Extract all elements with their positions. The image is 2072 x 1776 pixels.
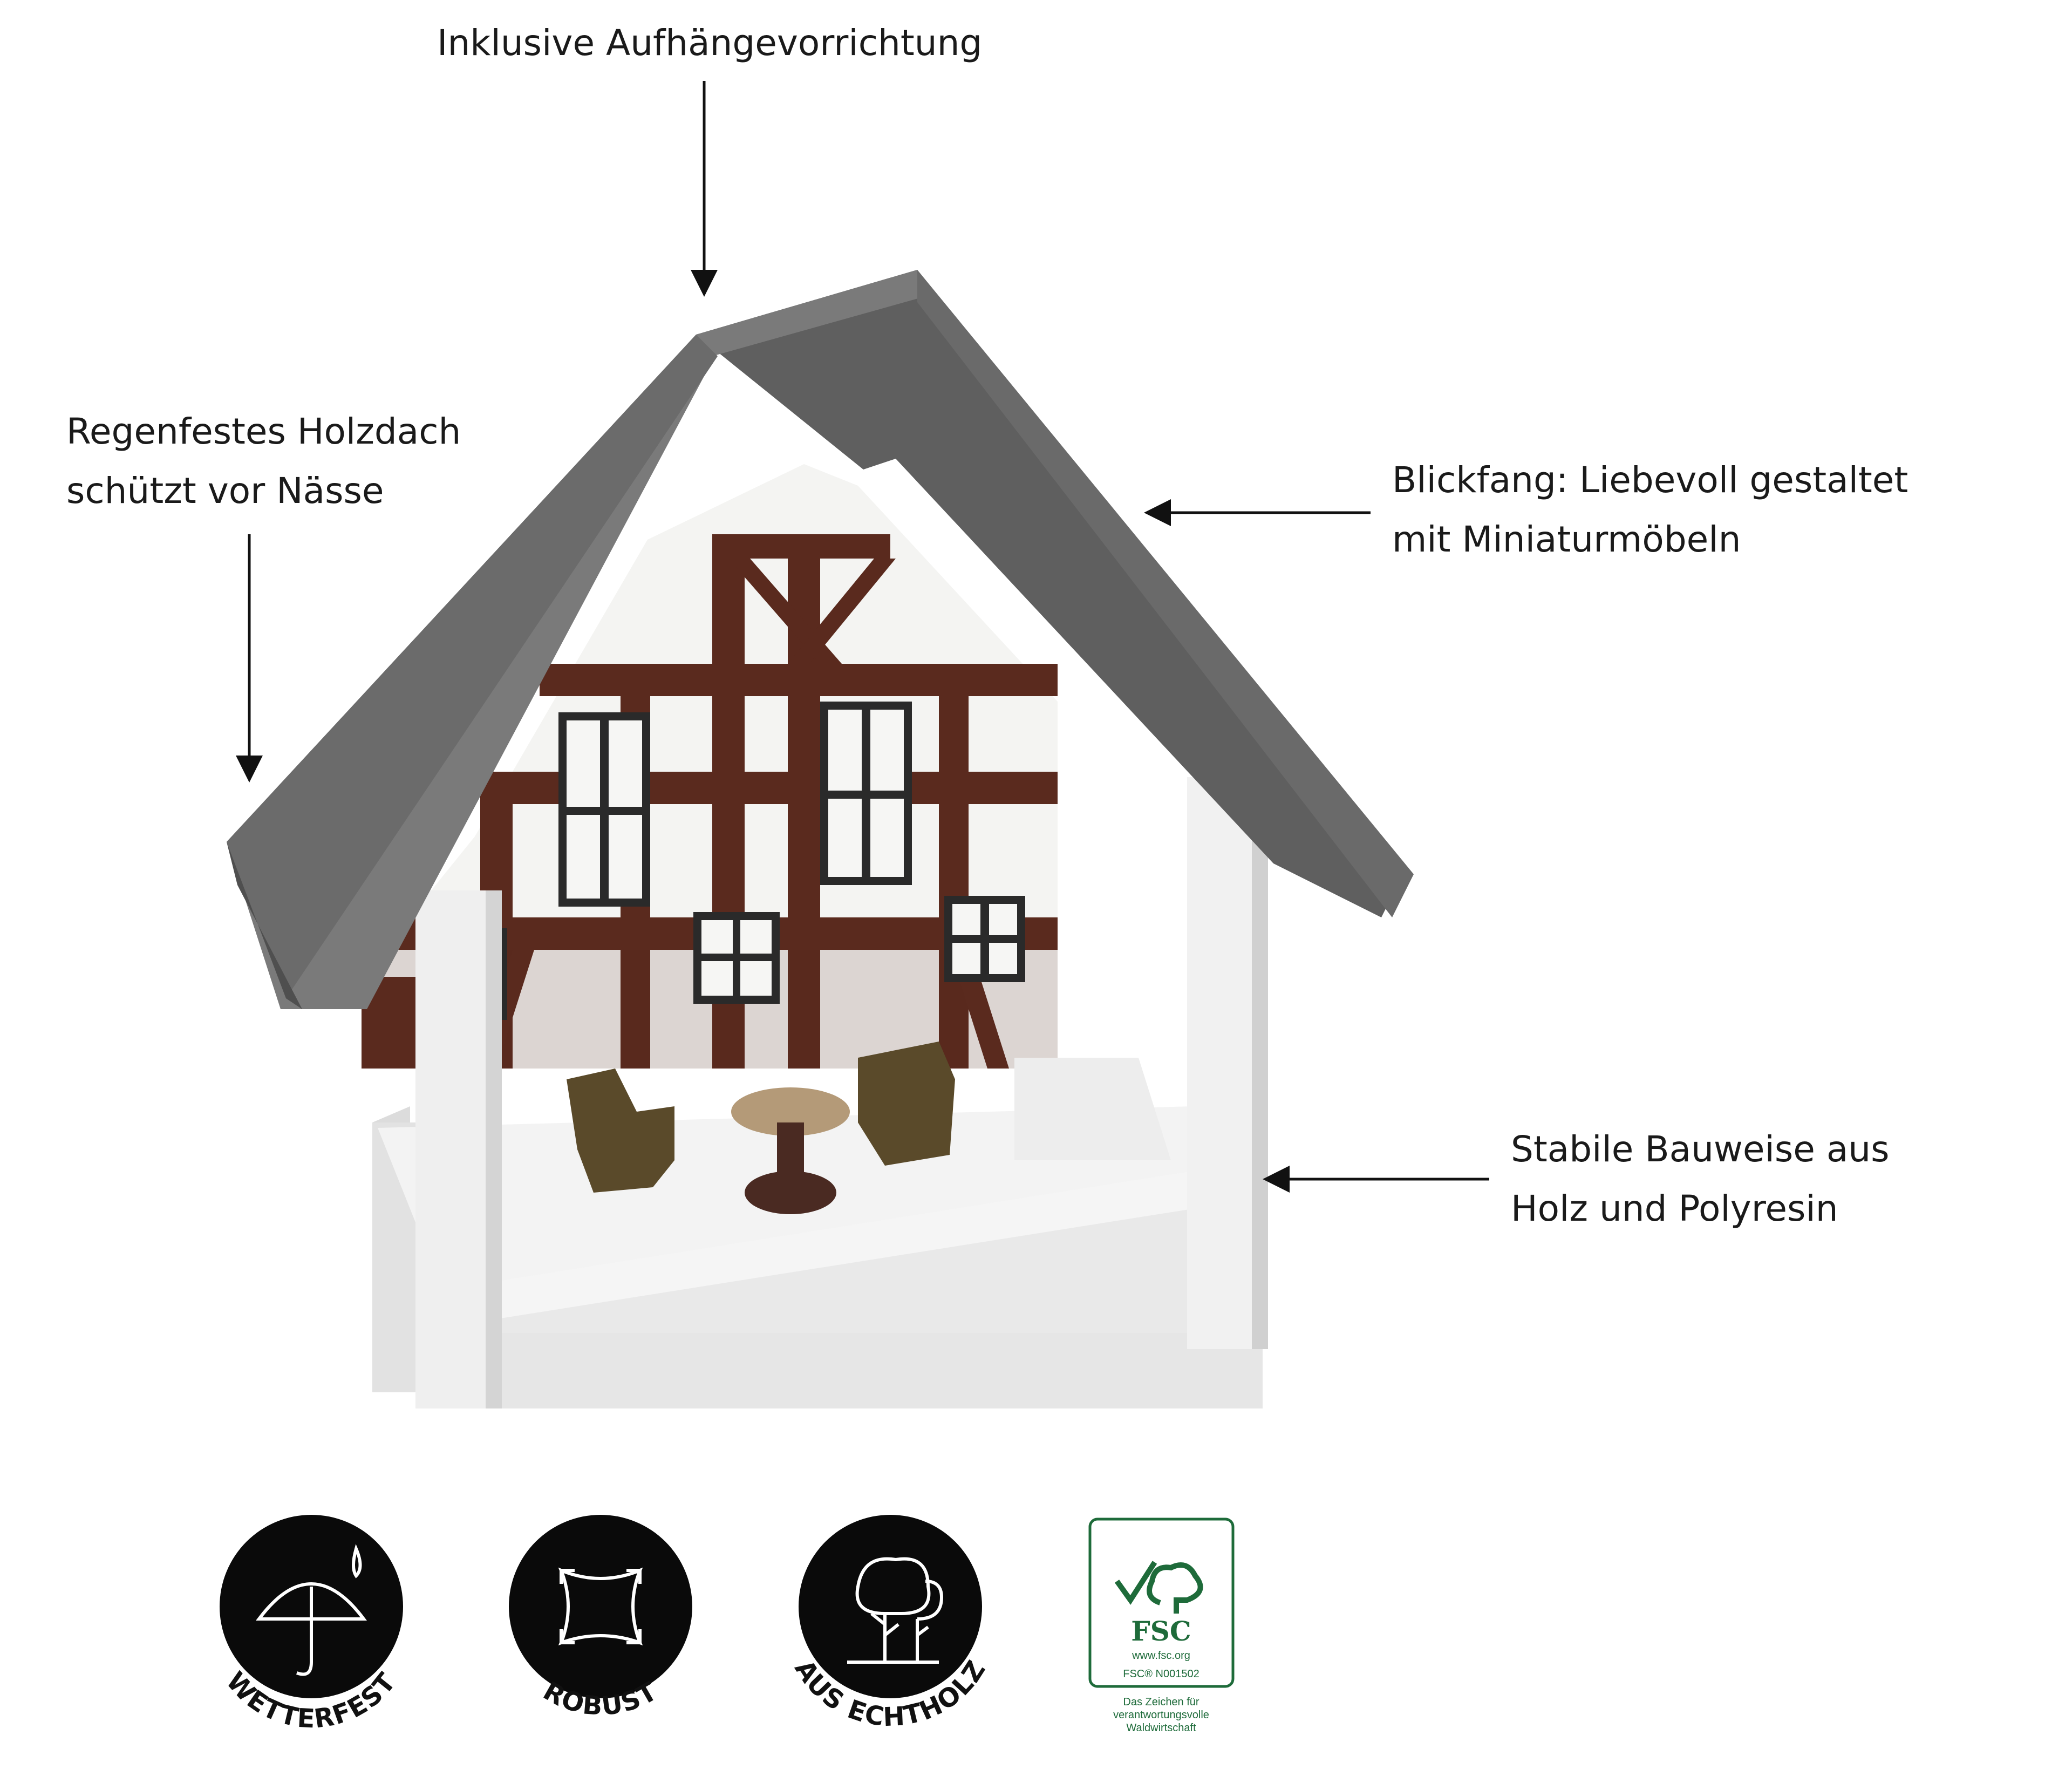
fsc-license: FSC® N001502 — [1123, 1668, 1199, 1680]
callout-arrows — [236, 81, 1489, 1193]
callout-hanger-text: Inklusive Aufhängevorrichtung — [437, 22, 983, 64]
callout-eyecatcher: Blickfang: Liebevoll gestaltet mit Minia… — [1392, 451, 1908, 569]
fsc-tagline-2: verantwortungsvolle — [1113, 1709, 1209, 1721]
robust-arrows-icon — [558, 1567, 643, 1646]
fsc-logo: FSC www.fsc.org FSC® N001502 Das Zeichen… — [1088, 1518, 1235, 1734]
house-roof — [227, 270, 1414, 1009]
fsc-tagline-3: Waldwirtschaft — [1126, 1722, 1196, 1734]
badge-wetterfest: WETTERFEST — [220, 1515, 403, 1734]
callout-eyecatcher-line1: Blickfang: Liebevoll gestaltet — [1392, 459, 1909, 501]
callout-hanger: Inklusive Aufhängevorrichtung — [437, 13, 982, 73]
callout-construction-line2: Holz und Polyresin — [1511, 1188, 1838, 1229]
fsc-tagline-1: Das Zeichen für — [1123, 1696, 1199, 1708]
umbrella-rain-icon — [256, 1544, 367, 1676]
badge-robust: ROBUST — [509, 1515, 692, 1721]
callout-roof: Regenfestes Holzdach schützt vor Nässe — [66, 402, 461, 521]
callout-eyecatcher-line2: mit Miniaturmöbeln — [1392, 519, 1741, 560]
fsc-website: www.fsc.org — [1132, 1650, 1190, 1662]
callout-roof-line2: schützt vor Nässe — [66, 470, 384, 512]
miniature-furniture — [567, 1042, 955, 1214]
trees-icon — [847, 1557, 944, 1664]
fsc-logo-text: FSC — [1131, 1615, 1191, 1647]
fsc-tree-icon — [1114, 1561, 1203, 1614]
callout-construction: Stabile Bauweise aus Holz und Polyresin — [1511, 1120, 1889, 1239]
callout-construction-line1: Stabile Bauweise aus — [1511, 1128, 1890, 1170]
callout-roof-line1: Regenfestes Holzdach — [66, 411, 461, 452]
badge-aus-echtholz: AUS ECHTHOLZ — [788, 1515, 991, 1732]
